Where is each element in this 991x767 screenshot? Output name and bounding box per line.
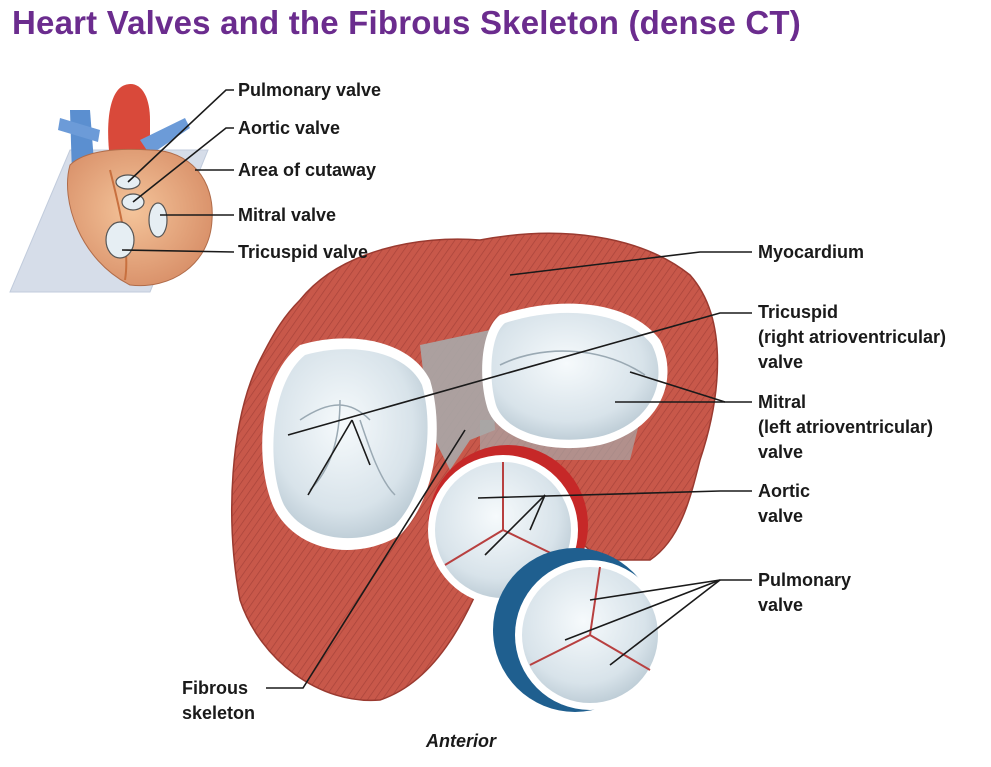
label-inset-pulmonary-valve: Pulmonary valve: [238, 80, 382, 100]
label-pulmonary-line-2: valve: [758, 595, 804, 615]
label-pulmonary-valve: Pulmonary valve: [758, 568, 851, 618]
orientation-label: Anterior: [426, 731, 497, 751]
label-area-of-cutaway: Area of cutaway: [238, 160, 377, 180]
label-mitral-line-3: valve: [758, 442, 804, 462]
label-inset-aortic-valve: Aortic valve: [238, 118, 341, 138]
label-aortic-line-2: valve: [758, 506, 804, 526]
inset-tricuspid-valve-icon: [105, 221, 135, 259]
tricuspid-valve-shape: [262, 338, 437, 550]
main-leader-lines: [266, 251, 752, 689]
fibrous-skeleton-leader: [266, 429, 466, 689]
inset-heart-illustration: [9, 84, 213, 293]
label-inset-mitral-valve: Mitral valve: [238, 205, 337, 225]
label-tricuspid-line-1: Tricuspid: [758, 302, 839, 322]
inset-leader-lines: [121, 89, 235, 253]
aorta-arch: [108, 84, 150, 170]
label-tricuspid-line-3: valve: [758, 352, 804, 372]
tricuspid-leader: [287, 312, 752, 436]
label-aortic-valve: Aortic valve: [758, 479, 810, 529]
pulmonary-valve-shape: [493, 548, 665, 712]
aortic-leader: [477, 490, 752, 499]
mitral-valve-shape: [482, 303, 668, 449]
inset-mitral-valve-icon: [148, 202, 168, 238]
label-tricuspid-line-2: (right atrioventricular): [758, 327, 947, 347]
fibrous-skeleton-area: [420, 330, 495, 470]
label-mitral-line-1: Mitral: [758, 392, 807, 412]
label-inset-tricuspid-valve: Tricuspid valve: [238, 242, 369, 262]
myocardium-leader: [509, 251, 752, 276]
label-aortic-line-1: Aortic: [758, 481, 811, 501]
page-title: Heart Valves and the Fibrous Skeleton (d…: [12, 4, 801, 41]
label-fibrous-line-1: Fibrous: [182, 678, 248, 698]
label-pulmonary-line-1: Pulmonary: [758, 570, 852, 590]
label-mitral-valve: Mitral (left atrioventricular) valve: [758, 390, 933, 465]
label-fibrous-skeleton: Fibrous skeleton: [182, 676, 255, 726]
label-myocardium: Myocardium: [758, 242, 865, 262]
pulmonary-artery: [140, 118, 190, 155]
label-fibrous-line-2: skeleton: [182, 703, 256, 723]
pulmonary-artery-left: [58, 118, 100, 142]
label-tricuspid-valve: Tricuspid (right atrioventricular) valve: [758, 300, 946, 375]
label-mitral-line-2: (left atrioventricular): [758, 417, 934, 437]
